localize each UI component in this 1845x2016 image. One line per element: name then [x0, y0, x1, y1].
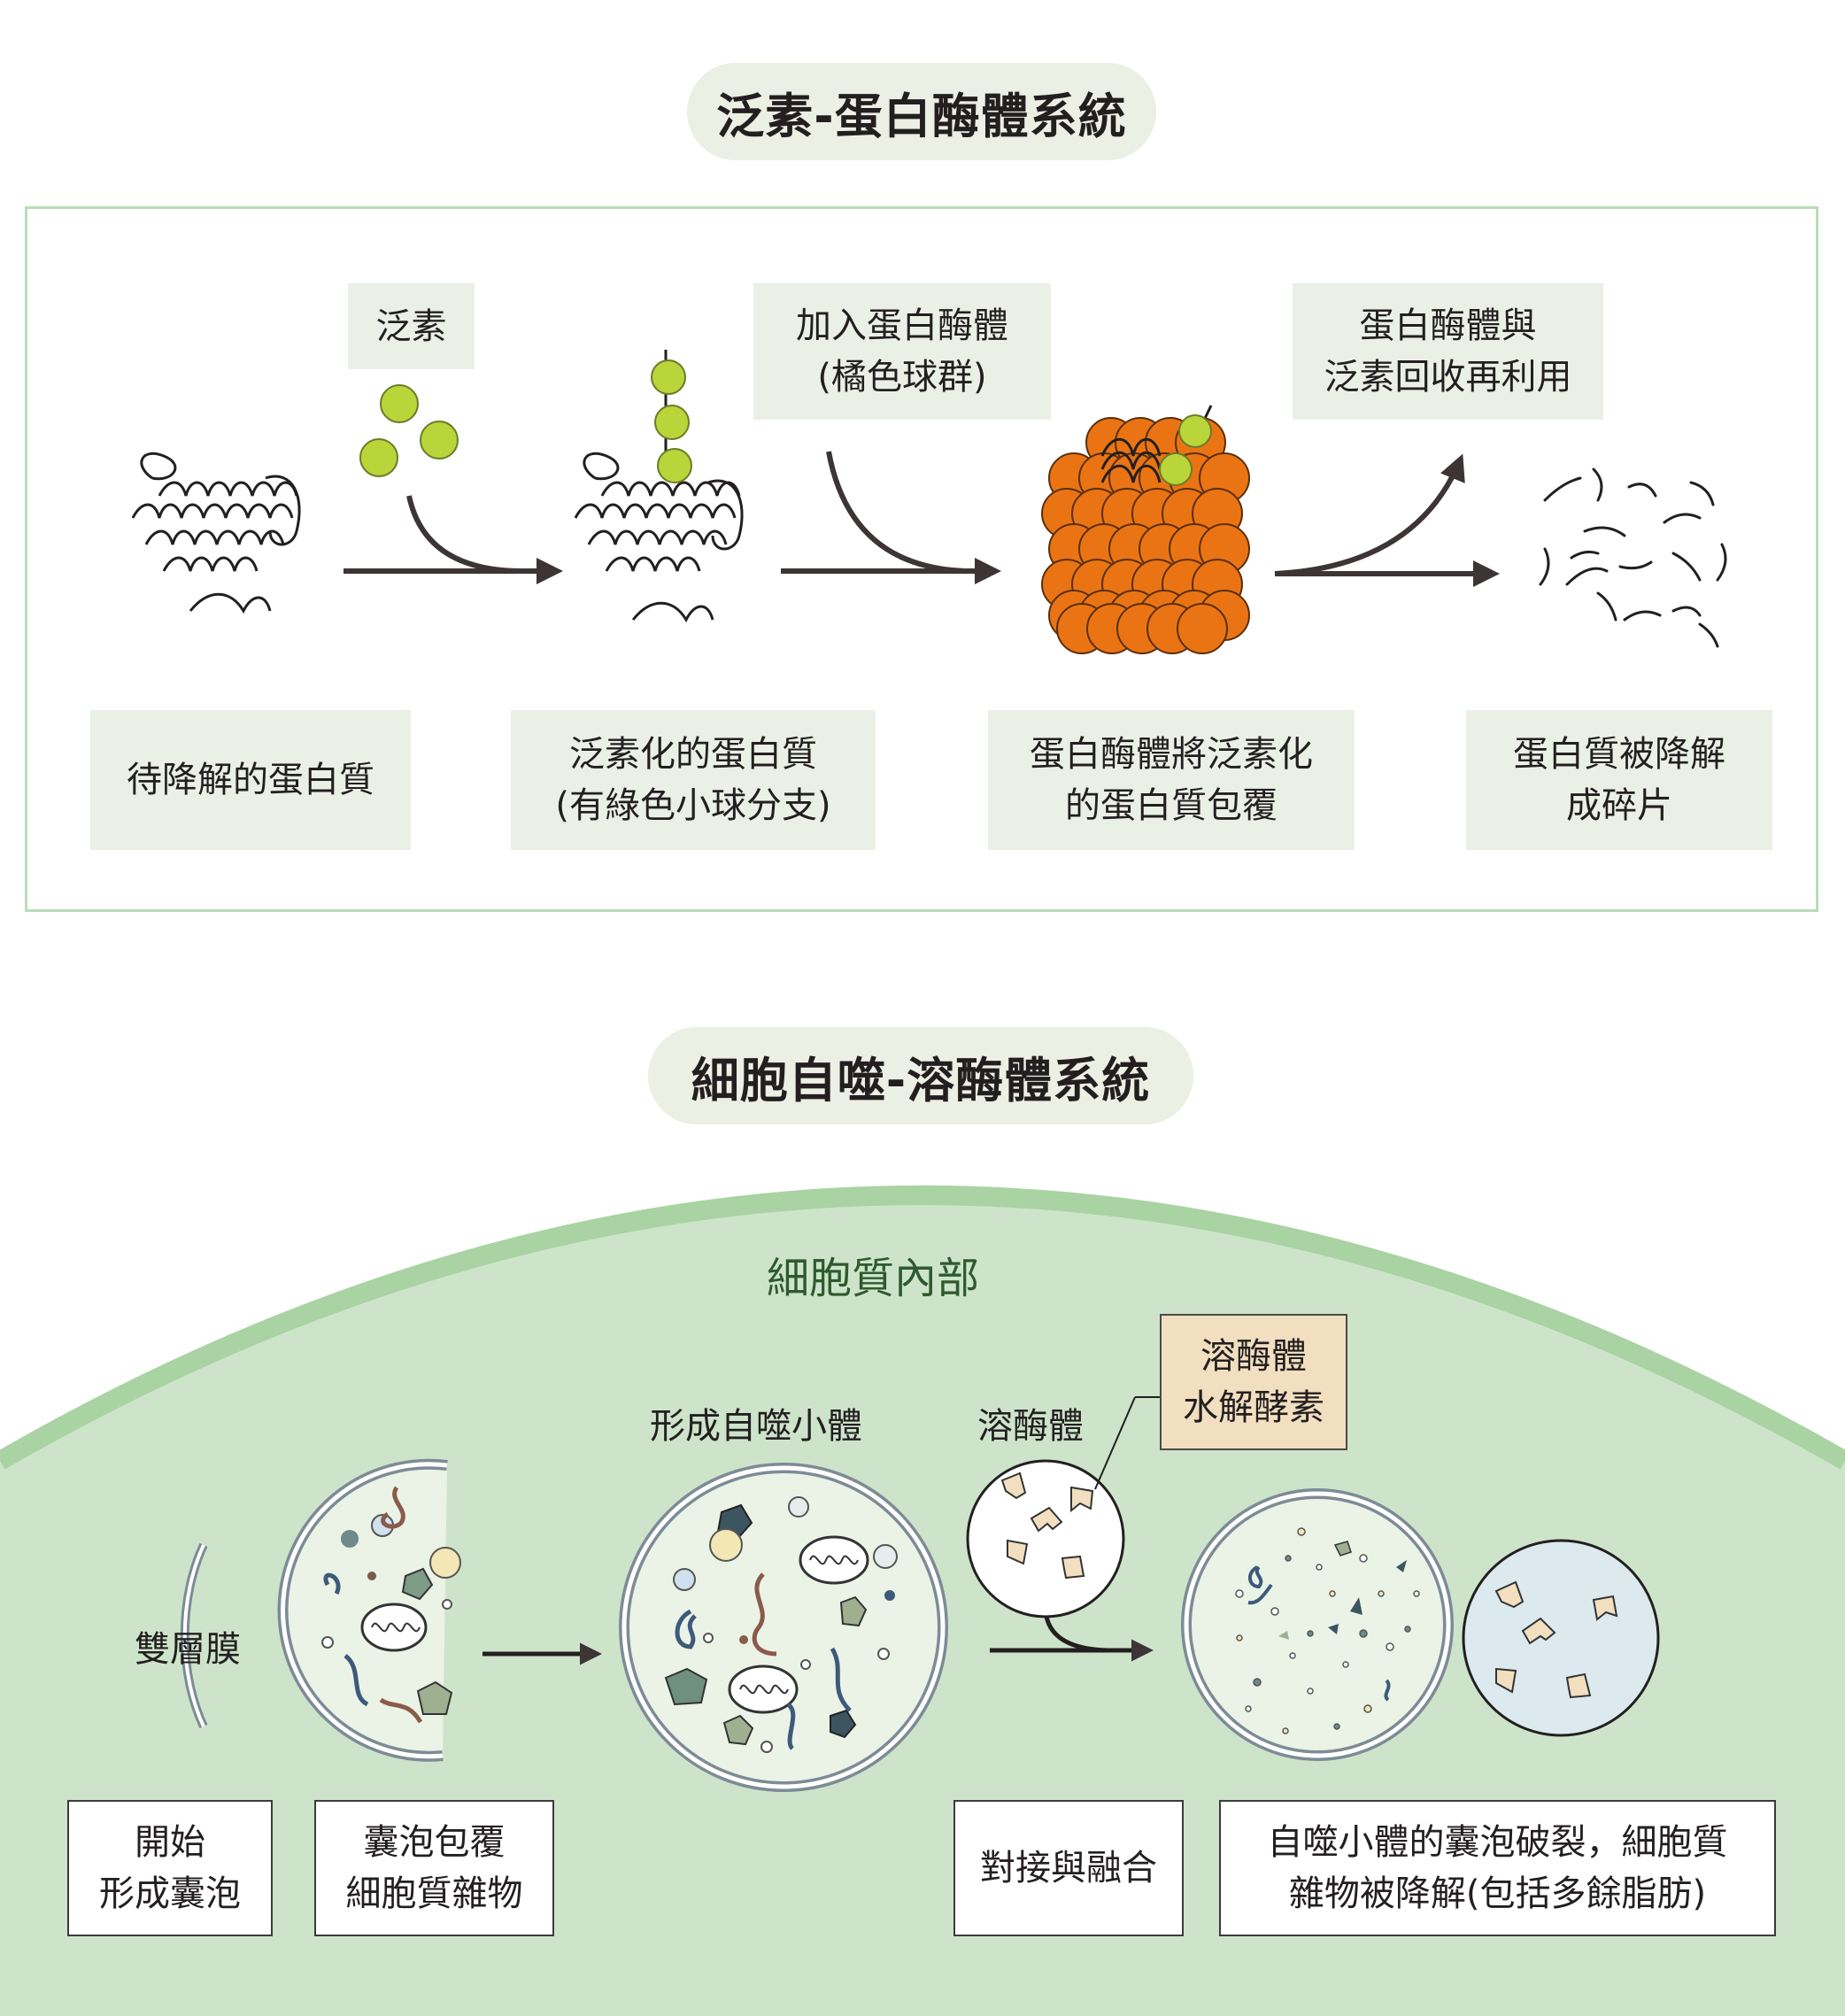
step-wrap-debris: 囊泡包覆 細胞質雜物: [314, 1800, 554, 1936]
debris-particle: [1297, 1527, 1306, 1536]
debris-particle: [1329, 1590, 1336, 1597]
debris-particle: [1289, 1652, 1296, 1659]
debris-particle: [1270, 1607, 1279, 1616]
debris-particle: [1404, 1626, 1411, 1633]
arrow-add-proteasome: [781, 451, 1001, 584]
captured-ubiquitin-icon: [1159, 414, 1212, 486]
step-proteasome-envelops: 蛋白酶體將泛素化 的蛋白質包覆: [988, 710, 1355, 850]
double-membrane-label: 雙層膜: [135, 1629, 241, 1670]
step-protein-to-degrade: 待降解的蛋白質: [90, 710, 411, 850]
lysosome-label: 溶酶體: [977, 1406, 1084, 1447]
proteasome-subunit: [1177, 603, 1228, 654]
autophagy-system-title: 細胞自噬-溶酶體系統: [648, 1027, 1193, 1124]
proteasome-icon: [1041, 417, 1250, 654]
protein-fragments-icon: [1539, 467, 1727, 648]
ubiquitin-label: 泛素: [348, 283, 475, 369]
step-protein-fragments: 蛋白質被降解 成碎片: [1466, 710, 1772, 850]
phagophore-icon: [277, 1458, 461, 1762]
debris-particle: [1245, 1705, 1252, 1712]
add-proteasome-label: 加入蛋白酶體 (橘色球群): [753, 283, 1051, 420]
debris-particle: [1236, 1634, 1243, 1641]
proteasome-panel: [25, 206, 1818, 912]
fused-lysosome-icon: [1462, 1539, 1660, 1737]
lysosome-icon: [966, 1459, 1125, 1618]
arrow-add-ubiquitin: [344, 495, 563, 584]
protein-coil-icon: [131, 452, 301, 614]
debris-particle: [1307, 1630, 1314, 1637]
debris-particle: [1253, 1678, 1262, 1687]
debris-particle: [1307, 1688, 1314, 1695]
hydrolase-enzyme-label: 溶酶體 水解酵素: [1160, 1314, 1347, 1450]
captured-protein-icon: [1100, 405, 1213, 483]
step-ubiquitinated-protein: 泛素化的蛋白質 (有綠色小球分支): [511, 710, 876, 850]
arrow-degrade-recycle: [1274, 453, 1500, 587]
debris-particle: [1316, 1564, 1323, 1571]
debris-particle: [1333, 1723, 1340, 1730]
debris-particle: [1282, 1727, 1289, 1734]
debris-particle: [1235, 1589, 1244, 1598]
step-docking-fusion: 對接與融合: [953, 1800, 1184, 1936]
recycle-label: 蛋白酶體與 泛素回收再利用: [1293, 283, 1603, 420]
enzyme-leader-line: [1094, 1396, 1136, 1490]
debris-particle: [1378, 1590, 1385, 1597]
autophagosome-label: 形成自噬小體: [650, 1406, 862, 1447]
ubiquitin-chain-icon: [651, 359, 692, 483]
step-start-vesicle: 開始 形成囊泡: [67, 1800, 273, 1936]
debris-particle: [1285, 1555, 1292, 1562]
arrow-docking: [990, 1616, 1154, 1662]
proteasome-system-title: 泛素-蛋白酶體系統: [687, 63, 1156, 160]
debris-particle: [1359, 1554, 1368, 1563]
fused-autophagosome-icon: [1181, 1488, 1454, 1761]
free-ubiquitin-icon: [359, 384, 459, 477]
cytoplasm-label: 細胞質內部: [767, 1254, 980, 1303]
autophagosome-icon: [619, 1463, 948, 1792]
step-degradation: 自噬小體的囊泡破裂，細胞質 雜物被降解(包括多餘脂肪): [1219, 1800, 1776, 1936]
debris-particle: [1342, 1661, 1349, 1668]
debris-particle: [1386, 1642, 1394, 1651]
debris-particle: [1363, 1704, 1372, 1713]
debris-particle: [1413, 1590, 1420, 1597]
debris-particle: [1359, 1629, 1368, 1638]
